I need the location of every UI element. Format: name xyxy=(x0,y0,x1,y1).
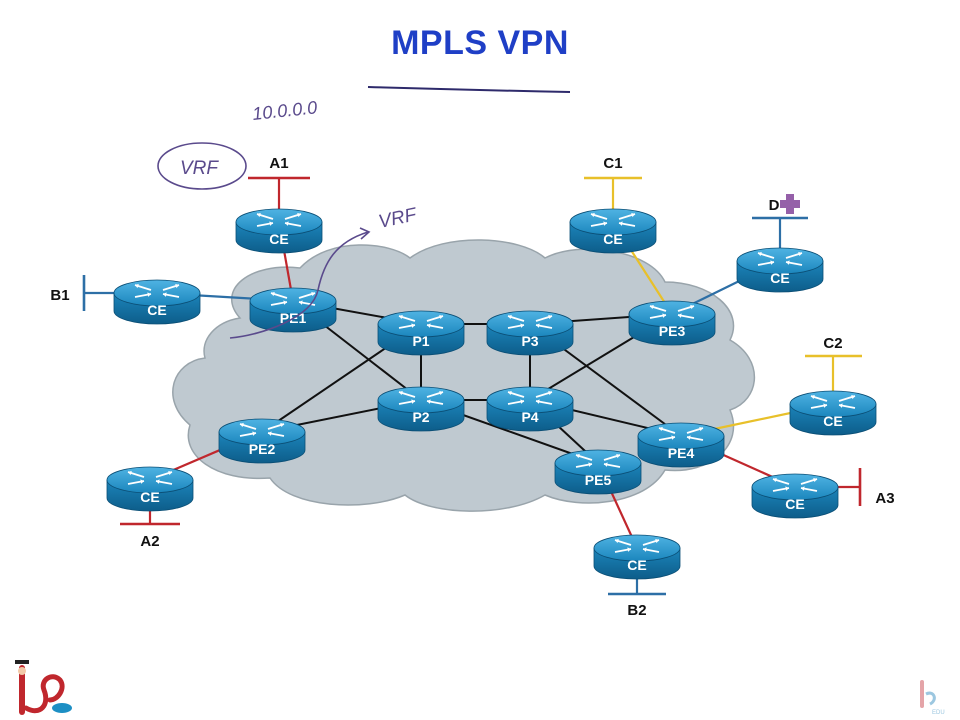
logo-right: EDU xyxy=(920,680,945,716)
router-pe4: PE4 xyxy=(637,422,725,468)
router-label-pe5: PE5 xyxy=(585,472,612,488)
router-ce_c2: CE xyxy=(789,390,877,436)
router-arrows-icon xyxy=(398,314,444,329)
router-arrows-icon xyxy=(757,251,803,266)
router-label-ce_a2: CE xyxy=(140,489,159,505)
router-label-p4: P4 xyxy=(521,409,538,425)
router-ce_a2: CE xyxy=(106,466,194,512)
address-note: 10.0.0.0 xyxy=(251,97,318,124)
router-arrows-icon xyxy=(398,390,444,405)
router-arrows-icon xyxy=(649,304,695,319)
router-arrows-icon xyxy=(658,426,704,441)
router-label-ce_d: CE xyxy=(770,270,789,286)
site-label-b2: B2 xyxy=(627,602,646,619)
site-label-b1: B1 xyxy=(50,287,69,304)
router-arrows-icon xyxy=(239,422,285,437)
router-pe1: PE1 xyxy=(249,287,337,333)
vrf-note-right: VRF xyxy=(377,204,420,233)
router-arrows-icon xyxy=(590,212,636,227)
router-label-p3: P3 xyxy=(521,333,538,349)
site-label-a3: A3 xyxy=(875,490,894,507)
vrf-note-left: VRF xyxy=(180,158,219,179)
router-pe5: PE5 xyxy=(554,449,642,495)
router-arrows-icon xyxy=(614,538,660,553)
site-label-d: D xyxy=(769,197,780,214)
site-label-c1: C1 xyxy=(603,155,622,172)
logo-left xyxy=(15,660,72,715)
router-pe3: PE3 xyxy=(628,300,716,346)
router-p2: P2 xyxy=(377,386,465,432)
router-p1: P1 xyxy=(377,310,465,356)
diagram-title: MPLS VPN xyxy=(391,24,569,62)
site-label-c2: C2 xyxy=(823,335,842,352)
site-label-a1: A1 xyxy=(269,155,288,172)
svg-text:EDU: EDU xyxy=(932,710,945,716)
mpls-cloud xyxy=(172,239,756,512)
router-label-ce_c2: CE xyxy=(823,413,842,429)
router-label-ce_c1: CE xyxy=(603,231,622,247)
router-pe2: PE2 xyxy=(218,418,306,464)
router-ce_a1: CE xyxy=(235,208,323,254)
router-label-ce_b1: CE xyxy=(147,302,166,318)
router-arrows-icon xyxy=(507,314,553,329)
router-label-ce_a1: CE xyxy=(269,231,288,247)
router-arrows-icon xyxy=(772,477,818,492)
title-underline xyxy=(367,86,571,93)
router-arrows-icon xyxy=(575,453,621,468)
router-label-ce_b2: CE xyxy=(627,557,646,573)
router-ce_b2: CE xyxy=(593,534,681,580)
router-ce_b1: CE xyxy=(113,279,201,325)
router-arrows-icon xyxy=(127,470,173,485)
site-c1: C1 xyxy=(584,155,642,222)
router-p3: P3 xyxy=(486,310,574,356)
site-d-marker xyxy=(780,194,800,214)
router-label-p1: P1 xyxy=(412,333,429,349)
router-ce_c1: CE xyxy=(569,208,657,254)
vrf-arrow xyxy=(229,231,369,339)
router-arrows-icon xyxy=(256,212,302,227)
site-label-a2: A2 xyxy=(140,533,159,550)
router-arrows-icon xyxy=(810,394,856,409)
router-arrows-icon xyxy=(507,390,553,405)
router-p4: P4 xyxy=(486,386,574,432)
router-label-ce_a3: CE xyxy=(785,496,804,512)
vrf-circle xyxy=(157,142,247,190)
router-label-pe3: PE3 xyxy=(659,323,686,339)
router-arrows-icon xyxy=(134,283,180,298)
router-arrows-icon xyxy=(270,291,316,306)
router-label-pe2: PE2 xyxy=(249,441,276,457)
router-ce_d: CE xyxy=(736,247,824,293)
router-label-pe4: PE4 xyxy=(668,445,695,461)
router-ce_a3: CE xyxy=(751,473,839,519)
router-label-p2: P2 xyxy=(412,409,429,425)
